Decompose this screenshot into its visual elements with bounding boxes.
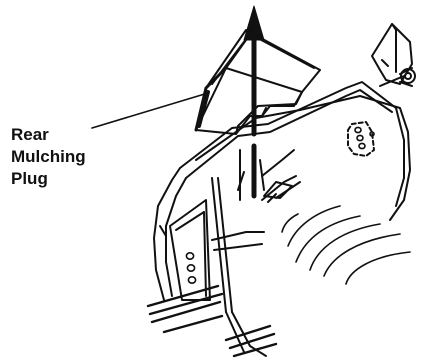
rear-frame-rails [148, 286, 276, 356]
callout-leader-line [92, 93, 208, 128]
rear-mulching-plug-label: Rear Mulching Plug [11, 124, 86, 190]
mower-deck-housing [154, 82, 410, 356]
label-line-3: Plug [11, 168, 86, 190]
label-line-2: Mulching [11, 146, 86, 168]
label-line-1: Rear [11, 124, 86, 146]
discharge-deflector [372, 24, 415, 86]
